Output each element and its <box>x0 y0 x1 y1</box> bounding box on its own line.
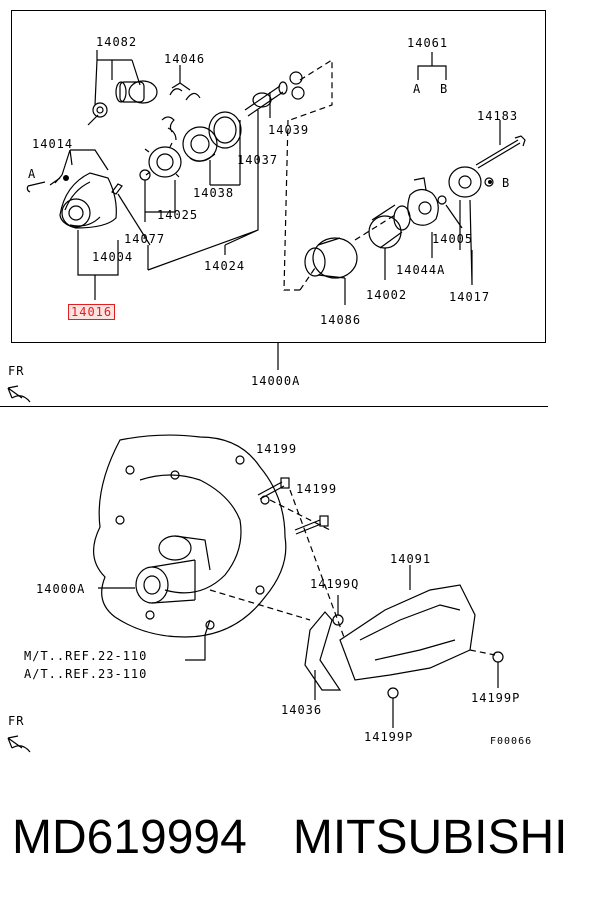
label-14077: 14077 <box>124 232 166 246</box>
label-14002: 14002 <box>366 288 408 302</box>
fr-direction-bottom: FR <box>8 714 25 728</box>
label-14004: 14004 <box>92 250 134 264</box>
label-14091: 14091 <box>390 552 432 566</box>
label-14036: 14036 <box>281 703 323 717</box>
label-14199Q: 14199Q <box>310 577 360 591</box>
mt-reference: M/T..REF.22-110 <box>24 649 148 663</box>
label-14037: 14037 <box>237 153 279 167</box>
label-14199P-bottom: 14199P <box>364 730 414 744</box>
label-14025: 14025 <box>157 208 199 222</box>
label-14199-upper: 14199 <box>256 442 298 456</box>
label-14016-highlighted: 14016 <box>68 304 116 320</box>
pinion-part <box>148 146 182 178</box>
installed-starter <box>135 566 169 604</box>
label-14000A-installed: 14000A <box>36 582 86 596</box>
fr-direction-top: FR <box>8 364 25 378</box>
label-14183: 14183 <box>477 109 519 123</box>
at-reference: A/T..REF.23-110 <box>24 667 148 681</box>
label-14061: 14061 <box>407 36 449 50</box>
label-14061-b: B <box>440 82 449 96</box>
label-14014-a: A <box>28 167 37 181</box>
label-14038: 14038 <box>193 186 235 200</box>
end-cover-part <box>448 166 482 198</box>
solenoid-part <box>128 80 158 104</box>
label-14039: 14039 <box>268 123 310 137</box>
label-14082: 14082 <box>96 35 138 49</box>
part-number: MD619994 <box>12 811 247 864</box>
transmission-outline <box>93 434 287 638</box>
label-14199-lower: 14199 <box>296 482 338 496</box>
label-14024: 14024 <box>204 259 246 273</box>
label-14061-a: A <box>413 82 422 96</box>
cover-part <box>339 584 476 681</box>
label-14017: 14017 <box>449 290 491 304</box>
label-14017-b: B <box>502 176 511 190</box>
label-14086: 14086 <box>320 313 362 327</box>
brand-name: MITSUBISHI <box>292 811 568 864</box>
part-caption: MD619994 MITSUBISHI <box>12 810 568 865</box>
gear-ring-part <box>208 111 242 149</box>
section-divider <box>0 406 548 407</box>
label-14199P-right: 14199P <box>471 691 521 705</box>
label-assembly-14000A: 14000A <box>251 374 301 388</box>
label-14014: 14014 <box>32 137 74 151</box>
label-14044A: 14044A <box>396 263 446 277</box>
figure-code: F00066 <box>490 736 533 747</box>
label-14005: 14005 <box>432 232 474 246</box>
label-14046: 14046 <box>164 52 206 66</box>
